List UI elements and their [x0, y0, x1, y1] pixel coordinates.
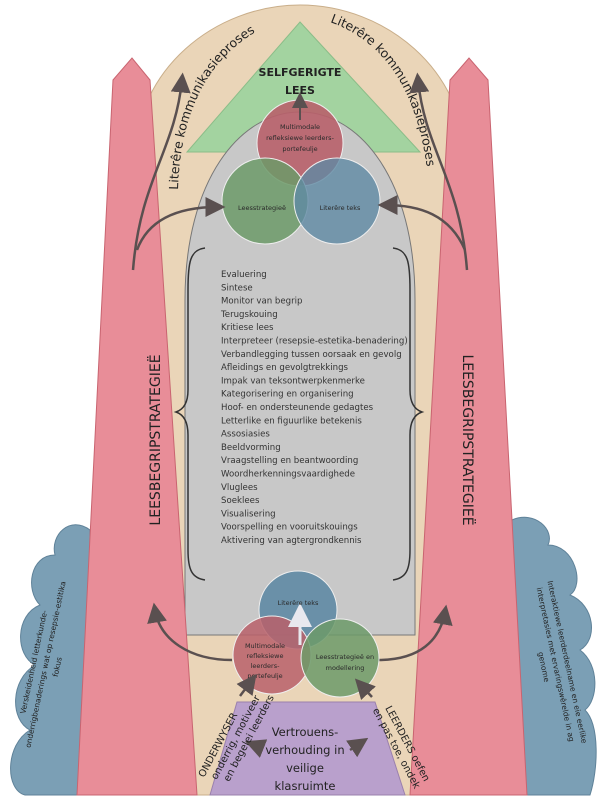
top-red-line3: portefeulje: [282, 145, 317, 153]
bottom-blue-label: Literêre teks: [278, 599, 319, 607]
arrow-left-mid-icon: [135, 197, 226, 251]
strategy-item: Vluglees: [221, 483, 258, 493]
strategy-item: Verbandlegging tussen oorsaak en gevolg: [221, 350, 402, 360]
strategy-item: Kritiese lees: [221, 323, 274, 333]
top-blue-label: Literêre teks: [320, 204, 361, 212]
strategy-item: Terugskouing: [220, 310, 278, 320]
strategy-item: Letterlike en figuurlike betekenis: [221, 416, 362, 426]
svg-text:fokus: fokus: [51, 656, 64, 678]
bottom-green-line2: modellering: [326, 664, 365, 672]
arrow-right-bottom-icon: [377, 604, 453, 662]
bottom-red-line1: Multimodale: [245, 642, 285, 650]
left-pillar-label: LEESBEGRIPSTRATEGIEË: [146, 354, 164, 525]
title-line1: SELFGERIGTE: [259, 66, 342, 79]
arrow-base-right-icon: [346, 737, 369, 758]
left-cloud: [10, 524, 91, 796]
arrow-left-bottom-icon: [147, 602, 233, 662]
left-brace: [173, 247, 206, 581]
bottom-red-line2: refleksiewe: [247, 652, 284, 660]
strategy-item: Aktivering van agtergrondkennis: [221, 536, 362, 546]
strategy-item: Impak van teksontwerpkenmerke: [221, 376, 365, 386]
right-brace: [392, 247, 425, 581]
left-pillar: [76, 57, 198, 796]
arrow-right-mid-icon: [377, 195, 467, 251]
top-venn: [221, 99, 381, 245]
top-green-label: Leesstrategieë: [238, 204, 286, 212]
right-pillar-label: LEESBEGRIPSTRATEGIEË: [459, 354, 477, 525]
base-line1: Vertrouens-: [272, 725, 339, 739]
strategy-item: Voorspelling en vooruitskouings: [221, 523, 358, 533]
strategy-item: Visualisering: [221, 509, 276, 519]
bottom-green-line1: Leesstrategieë en: [316, 653, 374, 661]
strategy-item: Monitor van begrip: [221, 297, 303, 307]
strategy-item: Vraagstelling en beantwoording: [221, 456, 358, 466]
arrow-teacher-icon: [236, 674, 257, 697]
strategy-item: Evaluering: [221, 270, 267, 280]
title-line2: LEES: [285, 84, 315, 97]
arrow-learners-icon: [354, 678, 376, 700]
top-red-line2: refleksiewe leerders-: [266, 134, 335, 142]
strategy-item: Woordherkenningsvaardighede: [221, 470, 355, 480]
strategy-item: Beeldvorming: [221, 443, 281, 453]
arrow-base-left-icon: [245, 739, 268, 758]
strategy-item: Hoof- en ondersteunende gedagtes: [221, 403, 374, 413]
top-red-line1: Multimodale: [280, 123, 320, 131]
base-line4: klasruimte: [275, 779, 336, 793]
arrow-left-top-icon: [131, 72, 191, 271]
trust-base: [209, 701, 406, 796]
strategy-item: Assosiasies: [221, 430, 270, 440]
arrow-right-top-icon: [409, 72, 469, 271]
strategy-item: Kategorisering en organisering: [221, 390, 354, 400]
bottom-red-line4: portefeulje: [247, 672, 282, 680]
base-line2: verhouding in: [265, 743, 344, 757]
base-line3: veilige: [286, 761, 324, 775]
strategy-item: Afleidings en gevolgtrekkings: [221, 363, 349, 373]
right-cloud: [511, 516, 597, 796]
bottom-red-line3: leerders-: [251, 662, 281, 670]
strategy-item: Soeklees: [221, 496, 260, 506]
strategy-item: Sintese: [221, 283, 253, 293]
strategy-item: Interpreteer (resepsie-estetika-benaderi…: [221, 337, 408, 347]
